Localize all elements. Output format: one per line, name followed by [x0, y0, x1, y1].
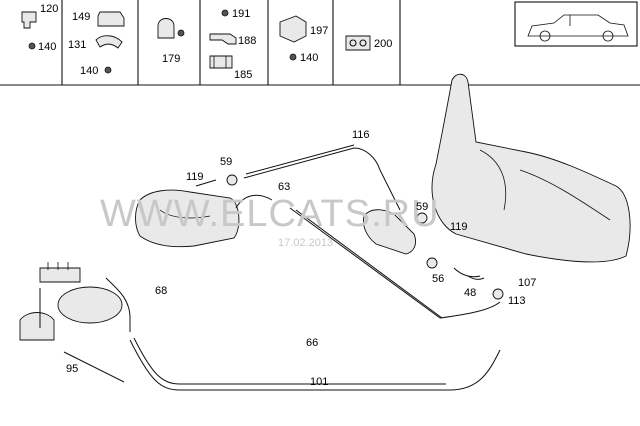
- part-label: 116: [352, 129, 370, 141]
- legend-label: 179: [162, 53, 180, 65]
- part-label: 59: [220, 156, 232, 168]
- legend-label: 191: [232, 8, 250, 20]
- part-label: 59: [416, 201, 428, 213]
- legend-label: 185: [234, 69, 252, 81]
- diagram-label-group: 116 59 119 63 59 119 56 48 107 113 68 66…: [66, 129, 536, 388]
- part-label: 119: [186, 171, 204, 183]
- part-label: 56: [432, 273, 444, 285]
- part-label: 95: [66, 363, 78, 375]
- legend-strip: [0, 0, 640, 86]
- legend-part-icons: [21, 9, 629, 74]
- part-label: 119: [450, 221, 468, 233]
- part-label: 63: [278, 181, 290, 193]
- legend-label: 197: [310, 25, 328, 37]
- watermark: WWW.ELCATS.RU: [100, 193, 440, 235]
- part-label: 66: [306, 337, 318, 349]
- legend-label: 140: [80, 65, 98, 77]
- legend-label: 131: [68, 39, 86, 51]
- part-label: 68: [155, 285, 167, 297]
- engine-component-left: [19, 262, 123, 341]
- fuel-lines: [39, 144, 504, 391]
- part-label: 101: [310, 376, 328, 388]
- legend-label: 140: [300, 52, 318, 64]
- part-label: 113: [508, 295, 526, 307]
- legend-label-group: 120 140 149 131 140 179 191 188 185 197 …: [38, 3, 392, 81]
- charcoal-canister-assembly: [135, 189, 240, 248]
- part-label: 107: [518, 277, 536, 289]
- legend-label: 188: [238, 35, 256, 47]
- legend-label: 200: [374, 38, 392, 50]
- fuel-tank: [431, 73, 631, 263]
- legend-label: 120: [40, 3, 58, 15]
- filter-canister: [363, 209, 417, 255]
- watermark-date: 17.02.2013: [278, 237, 333, 249]
- part-label: 48: [464, 287, 476, 299]
- legend-label: 149: [72, 11, 90, 23]
- legend-label: 140: [38, 41, 56, 53]
